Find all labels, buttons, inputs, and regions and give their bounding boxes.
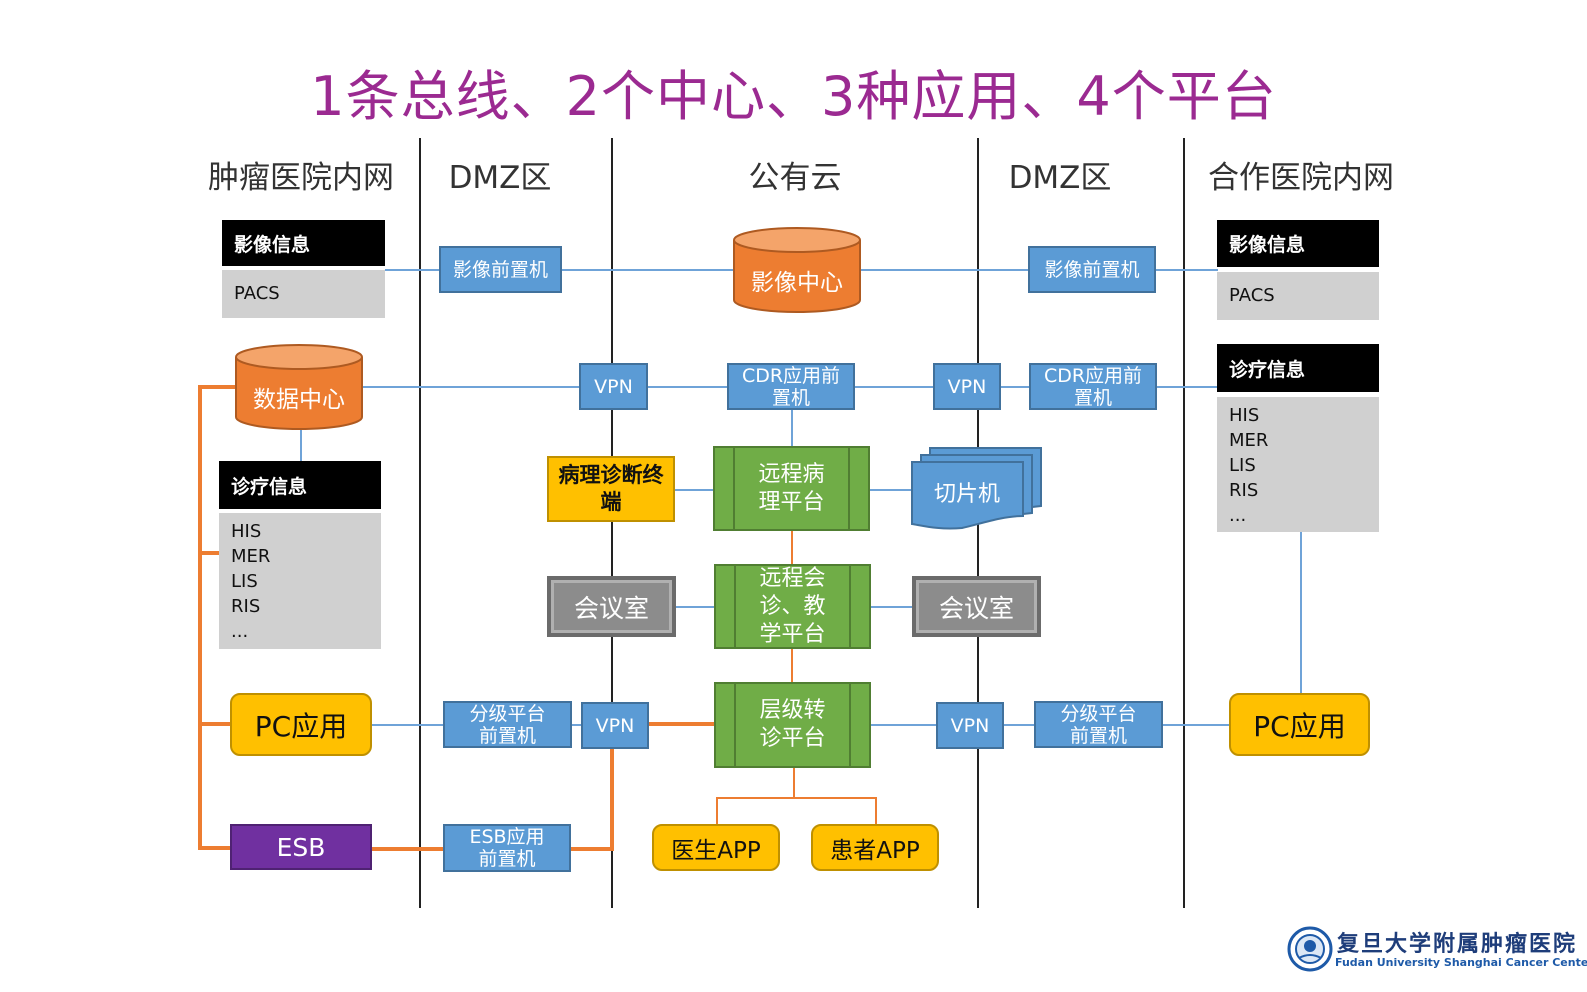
list-item: ... xyxy=(1229,505,1247,526)
list-item: RIS xyxy=(231,596,261,617)
app-link-line xyxy=(793,767,795,797)
hospital-logo: 复旦大学附属肿瘤医院 Fudan University Shanghai Can… xyxy=(1287,922,1587,980)
right-vpn-top[interactable]: VPN xyxy=(933,363,1001,410)
remote-consult-platform[interactable]: 远程会诊、教学平台 xyxy=(714,564,871,649)
zone-label-public-cloud: 公有云 xyxy=(748,160,842,196)
esb-bus-line xyxy=(571,847,613,851)
imaging-center-cylinder[interactable]: 影像中心 xyxy=(733,226,861,314)
multi-document-icon xyxy=(911,447,1042,530)
right-imaging-frontend[interactable]: 影像前置机 xyxy=(1028,246,1156,293)
esb-bus-line xyxy=(198,385,236,389)
right-clinical-header: 诊疗信息 xyxy=(1217,344,1379,392)
zone-label-dmz-left: DMZ区 xyxy=(448,160,552,196)
zone-label-dmz-right: DMZ区 xyxy=(1008,160,1112,196)
cloud-cdr-frontend[interactable]: CDR应用前置机 xyxy=(727,363,855,410)
left-clinical-list: HIS MER LIS RIS ... xyxy=(219,513,381,649)
left-vpn-top[interactable]: VPN xyxy=(579,363,648,410)
connector-line xyxy=(1300,532,1302,694)
left-imaging-list: PACS xyxy=(222,270,385,318)
pathology-terminal[interactable]: 病理诊断终端 xyxy=(547,456,675,522)
left-imaging-frontend[interactable]: 影像前置机 xyxy=(439,246,562,293)
esb-bus-line xyxy=(372,847,444,851)
esb-frontend[interactable]: ESB应用前置机 xyxy=(443,824,571,872)
connector-line xyxy=(869,489,914,491)
zone-divider xyxy=(611,138,613,908)
esb-bus-line xyxy=(610,748,614,851)
left-vpn-bottom[interactable]: VPN xyxy=(581,702,649,749)
database-icon xyxy=(235,344,363,430)
platform-link-line xyxy=(791,530,793,564)
remote-pathology-platform[interactable]: 远程病理平台 xyxy=(713,446,870,531)
list-item: PACS xyxy=(234,283,280,304)
database-icon xyxy=(733,227,861,313)
right-meeting-room[interactable]: 会议室 xyxy=(912,576,1041,637)
list-item: LIS xyxy=(1229,455,1256,476)
right-imaging-list: PACS xyxy=(1217,272,1379,320)
left-data-center-cylinder[interactable]: 数据中心 xyxy=(235,343,363,431)
right-cdr-frontend[interactable]: CDR应用前置机 xyxy=(1029,363,1157,410)
list-item: RIS xyxy=(1229,480,1259,501)
list-item: HIS xyxy=(231,521,262,542)
page-title: 1条总线、2个中心、3种应用、4个平台 xyxy=(310,65,1277,128)
doctor-app[interactable]: 医生APP xyxy=(652,824,780,871)
zone-label-partner-intranet: 合作医院内网 xyxy=(1208,160,1394,196)
right-pc-app[interactable]: PC应用 xyxy=(1229,693,1370,756)
connector-line xyxy=(676,606,716,608)
referral-platform[interactable]: 层级转诊平台 xyxy=(714,682,871,768)
right-vpn-bottom[interactable]: VPN xyxy=(936,702,1004,749)
right-grading-frontend[interactable]: 分级平台前置机 xyxy=(1034,701,1163,748)
slide-scanner-label: 切片机 xyxy=(933,482,1000,507)
app-link-line xyxy=(716,797,718,825)
connector-line xyxy=(870,606,912,608)
connector-line xyxy=(791,410,793,446)
left-meeting-room[interactable]: 会议室 xyxy=(547,576,676,637)
zone-label-hospital-intranet: 肿瘤医院内网 xyxy=(208,160,394,196)
app-link-line xyxy=(875,797,877,825)
list-item: ... xyxy=(231,621,249,642)
patient-app[interactable]: 患者APP xyxy=(811,824,939,871)
esb-bus-line xyxy=(649,722,715,726)
platform-link-line xyxy=(791,648,793,682)
app-link-line xyxy=(716,797,876,799)
esb-bus-line xyxy=(198,551,220,555)
hospital-name-en: Fudan University Shanghai Cancer Center xyxy=(1335,956,1587,969)
hospital-emblem-icon xyxy=(1287,926,1333,972)
esb-bus-line xyxy=(198,722,232,726)
esb-bus-line xyxy=(198,846,232,850)
right-clinical-list: HIS MER LIS RIS ... xyxy=(1217,397,1379,532)
list-item: MER xyxy=(231,546,271,567)
zone-divider xyxy=(419,138,421,908)
left-imaging-header: 影像信息 xyxy=(222,220,385,266)
esb-bus-line xyxy=(198,385,202,850)
list-item: HIS xyxy=(1229,405,1260,426)
hospital-name-cn: 复旦大学附属肿瘤医院 xyxy=(1337,931,1578,957)
connector-line xyxy=(674,489,714,491)
left-clinical-header: 诊疗信息 xyxy=(219,461,381,509)
left-grading-frontend[interactable]: 分级平台前置机 xyxy=(443,701,572,748)
list-item: MER xyxy=(1229,430,1269,451)
connector-line xyxy=(300,428,302,462)
left-pc-app[interactable]: PC应用 xyxy=(230,693,372,756)
list-item: PACS xyxy=(1229,285,1275,306)
zone-divider xyxy=(1183,138,1185,908)
right-imaging-header: 影像信息 xyxy=(1217,220,1379,267)
esb-box[interactable]: ESB xyxy=(230,824,372,870)
slide-scanner[interactable]: 切片机 xyxy=(910,446,1044,530)
list-item: LIS xyxy=(231,571,258,592)
data-center-label: 数据中心 xyxy=(253,387,345,413)
imaging-center-label: 影像中心 xyxy=(751,270,843,296)
